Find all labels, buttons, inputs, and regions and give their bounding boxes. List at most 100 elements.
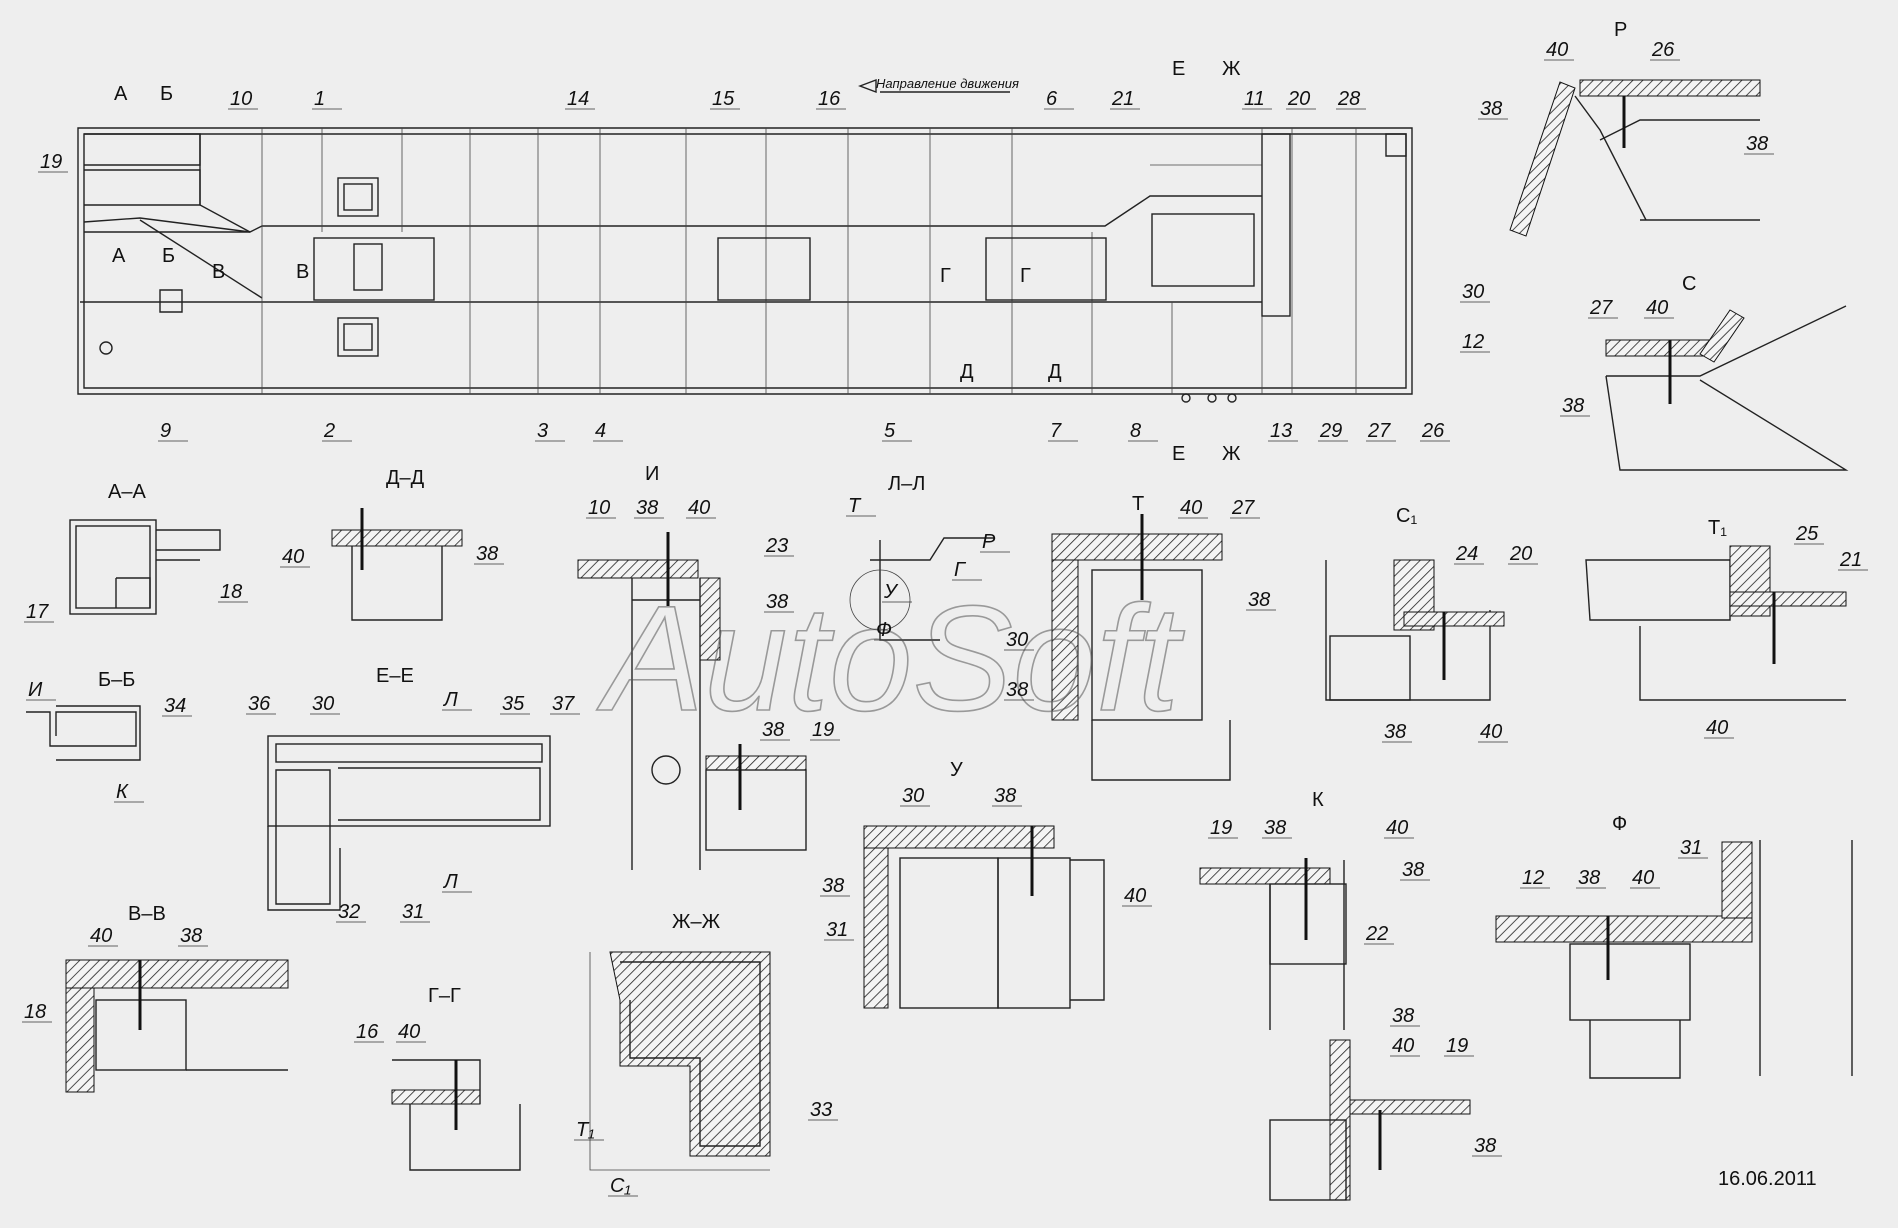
section-title: С₁ bbox=[1396, 505, 1417, 527]
detail-part-label: 40 bbox=[1386, 817, 1408, 839]
detail-part-label: 38 bbox=[822, 875, 844, 897]
section-title: А–А bbox=[108, 481, 146, 503]
section-title: Д–Д bbox=[386, 467, 425, 489]
part-number-label: 4 bbox=[595, 420, 606, 442]
detail-part-label: Р bbox=[982, 531, 996, 553]
detail-part-label: 38 bbox=[1402, 859, 1424, 881]
detail-part-label: 19 bbox=[812, 719, 834, 741]
detail-part-label: 40 bbox=[1392, 1035, 1414, 1057]
detail-part-label: 38 bbox=[1578, 867, 1600, 889]
section-title: Л–Л bbox=[888, 473, 925, 495]
detail-part-label: 40 bbox=[398, 1021, 420, 1043]
part-number-label: 13 bbox=[1270, 420, 1292, 442]
section-zh-zh bbox=[589, 951, 771, 1171]
detail-part-label: 38 bbox=[1480, 98, 1502, 120]
detail-r bbox=[1509, 79, 1761, 237]
section-g-g bbox=[391, 1059, 521, 1171]
section-title: Т bbox=[1132, 493, 1144, 515]
cut-plane-marker: Б bbox=[162, 245, 175, 267]
part-number-label: 3 bbox=[537, 420, 548, 442]
cut-plane-marker: Г bbox=[1020, 265, 1031, 287]
detail-part-label: И bbox=[28, 679, 43, 701]
detail-s bbox=[1605, 305, 1849, 471]
detail-part-label: 31 bbox=[402, 901, 424, 923]
part-number-label: 27 bbox=[1367, 420, 1391, 442]
detail-part-label: Г bbox=[954, 559, 967, 581]
section-title: И bbox=[645, 463, 659, 485]
part-number-label: 10 bbox=[230, 88, 252, 110]
section-title: К bbox=[1312, 789, 1324, 811]
section-title: Ф bbox=[1612, 813, 1627, 835]
section-title: Б–Б bbox=[98, 669, 135, 691]
part-number-label: 14 bbox=[567, 88, 589, 110]
cut-plane-marker: А bbox=[112, 245, 126, 267]
detail-part-label: 27 bbox=[1589, 297, 1613, 319]
part-number-label: 21 bbox=[1111, 88, 1134, 110]
detail-part-label: 40 bbox=[688, 497, 710, 519]
detail-part-label: 38 bbox=[476, 543, 498, 565]
detail-part-label: 38 bbox=[636, 497, 658, 519]
detail-part-label: 30 bbox=[902, 785, 924, 807]
detail-part-label: 40 bbox=[1706, 717, 1728, 739]
part-number-label: 9 bbox=[160, 420, 171, 442]
part-number-label: 7 bbox=[1050, 420, 1062, 442]
part-number-label: 1 bbox=[314, 88, 325, 110]
detail-part-label: 19 bbox=[1446, 1035, 1468, 1057]
detail-part-label: 40 bbox=[1546, 39, 1568, 61]
detail-part-label: 24 bbox=[1455, 543, 1478, 565]
section-title: Т₁ bbox=[1708, 517, 1727, 539]
detail-part-label: 26 bbox=[1651, 39, 1675, 61]
detail-part-label: 18 bbox=[220, 581, 242, 603]
detail-part-label: 22 bbox=[1365, 923, 1388, 945]
section-title: Р bbox=[1614, 19, 1627, 41]
detail-part-label: 25 bbox=[1795, 523, 1819, 545]
section-k bbox=[1199, 858, 1471, 1201]
cut-plane-marker: Е bbox=[1172, 58, 1185, 80]
detail-part-label: 38 bbox=[1392, 1005, 1414, 1027]
detail-part-label: 40 bbox=[282, 546, 304, 568]
detail-part-label: 40 bbox=[1632, 867, 1654, 889]
detail-part-label: 34 bbox=[164, 695, 186, 717]
detail-part-label: 37 bbox=[552, 693, 575, 715]
detail-part-label: 32 bbox=[338, 901, 360, 923]
detail-part-label: Л bbox=[442, 689, 458, 711]
section-a-a bbox=[69, 519, 221, 615]
part-number-label: 15 bbox=[712, 88, 735, 110]
section-title: Г–Г bbox=[428, 985, 461, 1007]
section-s1 bbox=[1325, 559, 1505, 701]
detail-part-label: 33 bbox=[810, 1099, 832, 1121]
detail-part-label: 12 bbox=[1522, 867, 1544, 889]
section-f bbox=[1495, 840, 1853, 1079]
cut-plane-marker: Е bbox=[1172, 443, 1185, 465]
cut-plane-marker: Ж bbox=[1222, 58, 1241, 80]
detail-part-label: 10 bbox=[588, 497, 610, 519]
detail-part-label: 40 bbox=[1646, 297, 1668, 319]
detail-part-label: 38 bbox=[1746, 133, 1768, 155]
detail-part-label: 31 bbox=[826, 919, 848, 941]
detail-part-label: 40 bbox=[1180, 497, 1202, 519]
cut-plane-marker: Д bbox=[960, 361, 974, 383]
detail-part-label: 18 bbox=[24, 1001, 46, 1023]
detail-part-label: 38 bbox=[766, 591, 788, 613]
detail-part-label: 17 bbox=[26, 601, 49, 623]
detail-part-label: 38 bbox=[762, 719, 784, 741]
detail-part-label: 40 bbox=[1480, 721, 1502, 743]
part-number-label: 5 bbox=[884, 420, 896, 442]
detail-part-label: 38 bbox=[1006, 679, 1028, 701]
detail-part-label: 19 bbox=[1210, 817, 1232, 839]
detail-part-label: У bbox=[883, 581, 899, 603]
part-number-label: 26 bbox=[1421, 420, 1445, 442]
section-t1 bbox=[1585, 545, 1847, 701]
part-number-label: 6 bbox=[1046, 88, 1058, 110]
section-title: Е–Е bbox=[376, 665, 414, 687]
section-t bbox=[1051, 514, 1231, 781]
part-number-label: 29 bbox=[1319, 420, 1342, 442]
detail-part-label: 23 bbox=[765, 535, 788, 557]
detail-part-label: 38 bbox=[1474, 1135, 1496, 1157]
cut-plane-marker: Ж bbox=[1222, 443, 1241, 465]
part-number-label: 11 bbox=[1244, 88, 1265, 110]
